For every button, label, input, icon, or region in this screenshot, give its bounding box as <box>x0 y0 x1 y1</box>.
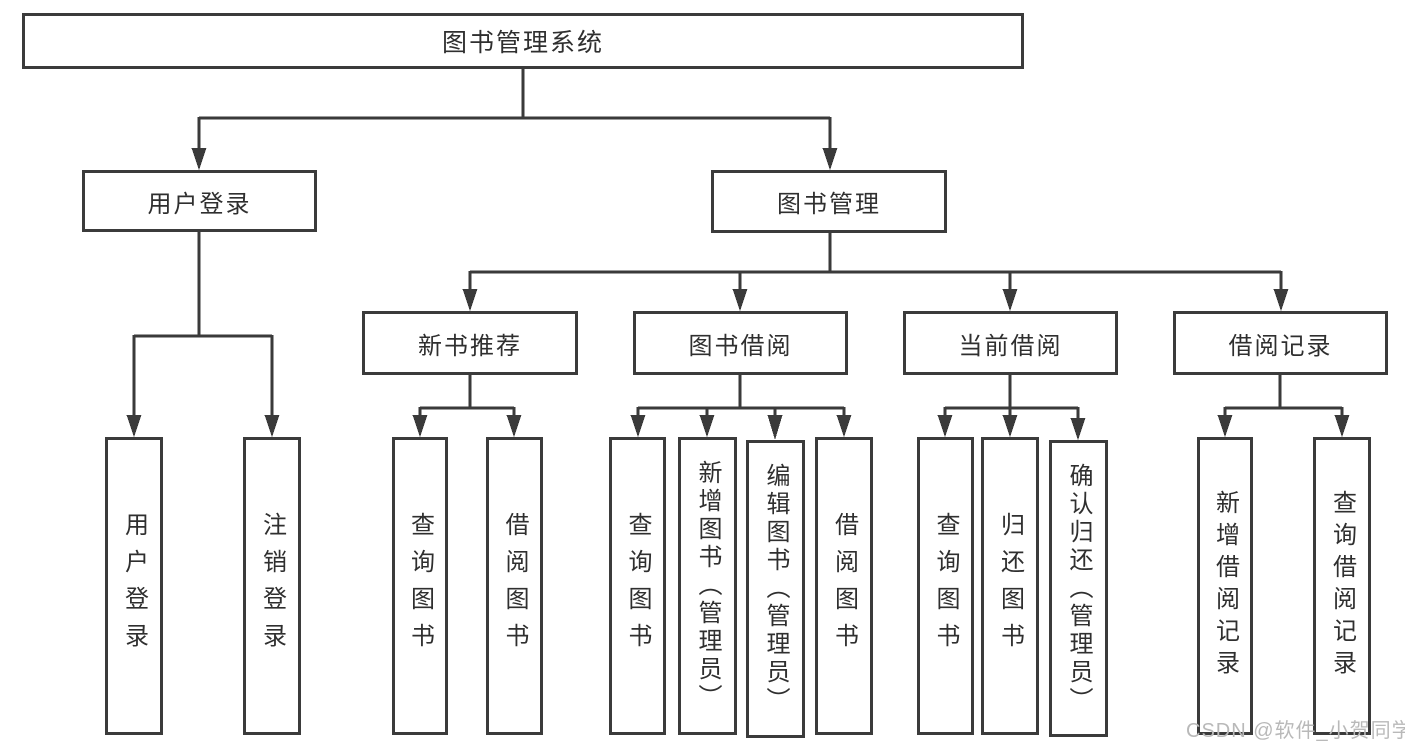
node-new-book-recommend: 新书推荐 <box>362 311 578 375</box>
leaf-confirm-return-admin: 确认归还（管理员） <box>1049 440 1108 737</box>
leaf-label: 归还图书 <box>996 512 1024 660</box>
leaf-label: 编辑图书（管理员） <box>762 463 789 715</box>
leaf-label: 借阅图书 <box>830 512 858 660</box>
csdn-watermark: CSDN @软件_小贺同学 <box>1186 720 1405 742</box>
connector-root-to-level2 <box>191 69 838 170</box>
node-book-management: 图书管理 <box>711 170 947 233</box>
leaf-label: 查询图书 <box>406 512 434 660</box>
node-book-borrow: 图书借阅 <box>633 311 848 375</box>
leaf-label: 查询图书 <box>932 512 959 660</box>
leaf-borrow-books-recommend: 借阅图书 <box>486 437 543 735</box>
leaf-borrow-books: 借阅图书 <box>815 437 873 735</box>
node-label: 图书借阅 <box>688 332 793 360</box>
leaf-add-borrow-record: 新增借阅记录 <box>1197 437 1253 735</box>
node-library-management-system: 图书管理系统 <box>22 13 1024 69</box>
node-label: 当前借阅 <box>958 332 1063 360</box>
leaf-add-books-admin: 新增图书（管理员） <box>678 437 737 735</box>
connector-new-book-recommend <box>412 375 522 437</box>
leaf-user-login: 用户登录 <box>105 437 163 735</box>
node-label: 新书推荐 <box>418 332 522 360</box>
node-label: 借阅记录 <box>1228 332 1333 360</box>
node-borrow-record: 借阅记录 <box>1173 311 1388 375</box>
node-current-borrow: 当前借阅 <box>903 311 1118 375</box>
node-label: 图书管理 <box>777 191 881 218</box>
leaf-label: 注销登录 <box>258 512 286 660</box>
connector-book-borrow <box>630 375 852 440</box>
leaf-query-borrow-record: 查询借阅记录 <box>1313 437 1371 735</box>
connector-borrow-record <box>1217 375 1350 437</box>
leaf-label: 用户登录 <box>120 512 148 660</box>
leaf-query-books-borrow: 查询图书 <box>609 437 666 735</box>
leaf-return-books: 归还图书 <box>981 437 1039 735</box>
connector-current-borrow <box>937 375 1086 440</box>
leaf-label: 新增图书（管理员） <box>694 460 721 712</box>
node-user-login: 用户登录 <box>82 170 317 232</box>
leaf-logout: 注销登录 <box>243 437 301 735</box>
connector-book-mgmt-branch <box>462 233 1289 311</box>
node-label: 用户登录 <box>147 190 252 218</box>
leaf-label: 查询图书 <box>624 512 651 660</box>
leaf-label: 查询借阅记录 <box>1328 490 1356 682</box>
leaf-query-books-recommend: 查询图书 <box>392 437 448 735</box>
leaf-label: 确认归还（管理员） <box>1065 462 1092 715</box>
leaf-label: 借阅图书 <box>501 512 528 660</box>
leaf-label: 新增借阅记录 <box>1211 490 1239 682</box>
leaf-query-books-current: 查询图书 <box>917 437 974 735</box>
node-label: 图书管理系统 <box>441 29 604 57</box>
connector-user-login-branch <box>126 232 280 437</box>
leaf-edit-books-admin: 编辑图书（管理员） <box>746 440 805 738</box>
